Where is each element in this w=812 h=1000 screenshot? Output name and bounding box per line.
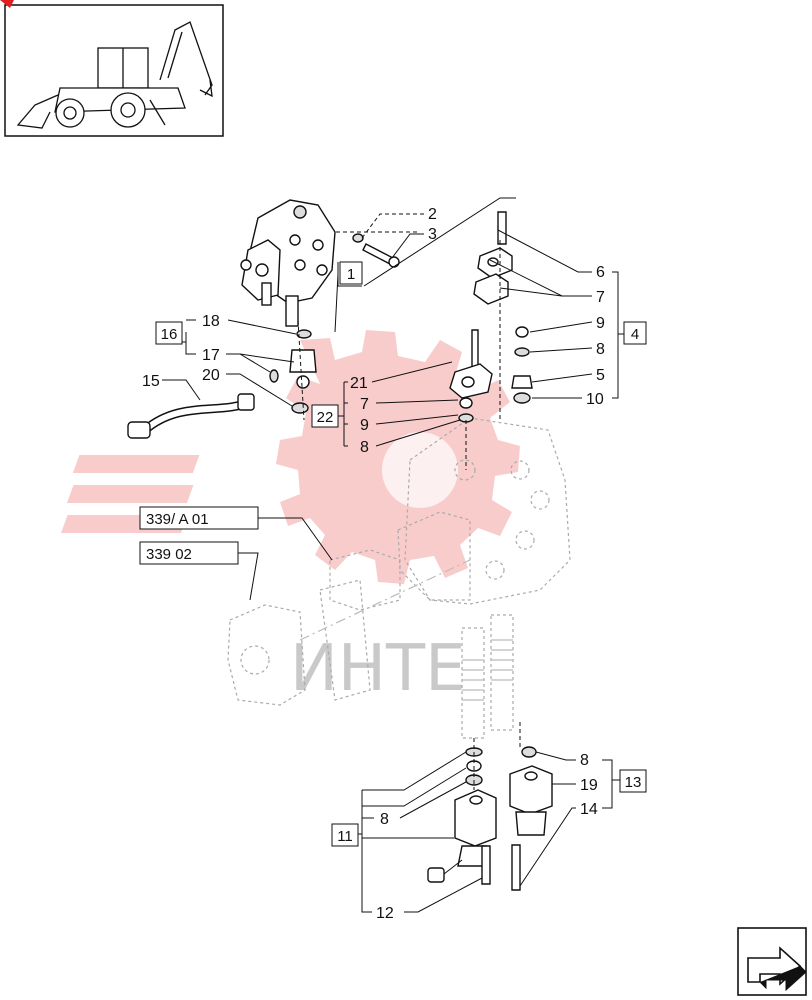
callout-3: 3 bbox=[428, 226, 437, 243]
callout-8-cap: 8 bbox=[580, 752, 589, 769]
seal-20 bbox=[291, 402, 309, 414]
screw-14 bbox=[511, 844, 521, 891]
end-cap-19 bbox=[509, 765, 553, 836]
next-page-arrow-icon[interactable] bbox=[737, 927, 807, 996]
backhoe-loader-icon bbox=[16, 21, 213, 129]
ghost-valve-body bbox=[227, 417, 571, 706]
callout-9-mid: 9 bbox=[360, 417, 369, 434]
callout-19: 19 bbox=[580, 777, 598, 794]
washer-2 bbox=[352, 233, 364, 243]
callout-14: 14 bbox=[580, 801, 598, 818]
bracket-7-mid-hole bbox=[461, 376, 475, 388]
o-ring-18 bbox=[296, 329, 312, 339]
group-box-1: 1 bbox=[339, 261, 363, 285]
callout-8-lower: 8 bbox=[380, 811, 389, 828]
callout-7-right: 7 bbox=[596, 289, 605, 306]
washer-9-mid bbox=[459, 397, 473, 409]
svg-text:339 02: 339 02 bbox=[146, 546, 192, 563]
washer-9-right bbox=[515, 326, 529, 338]
svg-text:22: 22 bbox=[317, 409, 334, 426]
svg-text:1: 1 bbox=[347, 266, 355, 283]
callout-8-right: 8 bbox=[596, 341, 605, 358]
corner-marker-icon bbox=[0, 0, 14, 8]
callout-17: 17 bbox=[202, 347, 220, 364]
seal-10 bbox=[513, 392, 531, 404]
callout-10: 10 bbox=[586, 391, 604, 408]
bolt-3-head bbox=[388, 256, 400, 268]
group-box-4: 4 bbox=[623, 321, 647, 345]
screw-12 bbox=[481, 845, 491, 885]
callout-12: 12 bbox=[376, 905, 394, 922]
ref-box-33902[interactable]: 339 02 bbox=[139, 541, 239, 565]
callout-21: 21 bbox=[350, 375, 368, 392]
o-ring-8-cap bbox=[521, 746, 537, 758]
ref-box-339a01[interactable]: 339/ A 01 bbox=[139, 506, 259, 530]
watermark-text: ИНТЕ bbox=[290, 632, 466, 706]
ring-17 bbox=[269, 369, 279, 383]
callout-20: 20 bbox=[202, 367, 220, 384]
svg-text:4: 4 bbox=[631, 326, 639, 343]
callout-8-mid: 8 bbox=[360, 439, 369, 456]
screw-21 bbox=[471, 329, 479, 371]
callout-5: 5 bbox=[596, 367, 605, 384]
svg-text:11: 11 bbox=[337, 828, 353, 845]
callout-9-right: 9 bbox=[596, 315, 605, 332]
fitting-17-nut bbox=[296, 375, 310, 389]
ghost-spool-right bbox=[490, 614, 514, 731]
solenoid-cap-11 bbox=[427, 789, 497, 883]
group-box-11: 11 bbox=[331, 823, 359, 847]
callout-15: 15 bbox=[142, 373, 160, 390]
hose-15 bbox=[127, 393, 255, 439]
callout-6: 6 bbox=[596, 264, 605, 281]
screw-6 bbox=[497, 211, 507, 245]
bracket-7-right bbox=[473, 247, 513, 305]
axis-left-stack bbox=[297, 319, 305, 421]
svg-text:16: 16 bbox=[161, 326, 178, 343]
group-box-22: 22 bbox=[311, 404, 339, 428]
leader-lines bbox=[162, 197, 624, 913]
control-valve-assembly bbox=[240, 199, 336, 327]
ghost-spool-left bbox=[461, 627, 485, 739]
svg-text:339/ A 01: 339/ A 01 bbox=[146, 511, 209, 528]
callout-7-mid: 7 bbox=[360, 396, 369, 413]
plug-5 bbox=[511, 375, 533, 389]
callout-18: 18 bbox=[202, 313, 220, 330]
group-box-16: 16 bbox=[155, 321, 183, 345]
callout-2: 2 bbox=[428, 206, 437, 223]
group-box-13: 13 bbox=[619, 769, 647, 793]
svg-text:13: 13 bbox=[625, 774, 642, 791]
o-ring-8-right bbox=[514, 347, 530, 357]
fitting-17 bbox=[289, 349, 317, 373]
